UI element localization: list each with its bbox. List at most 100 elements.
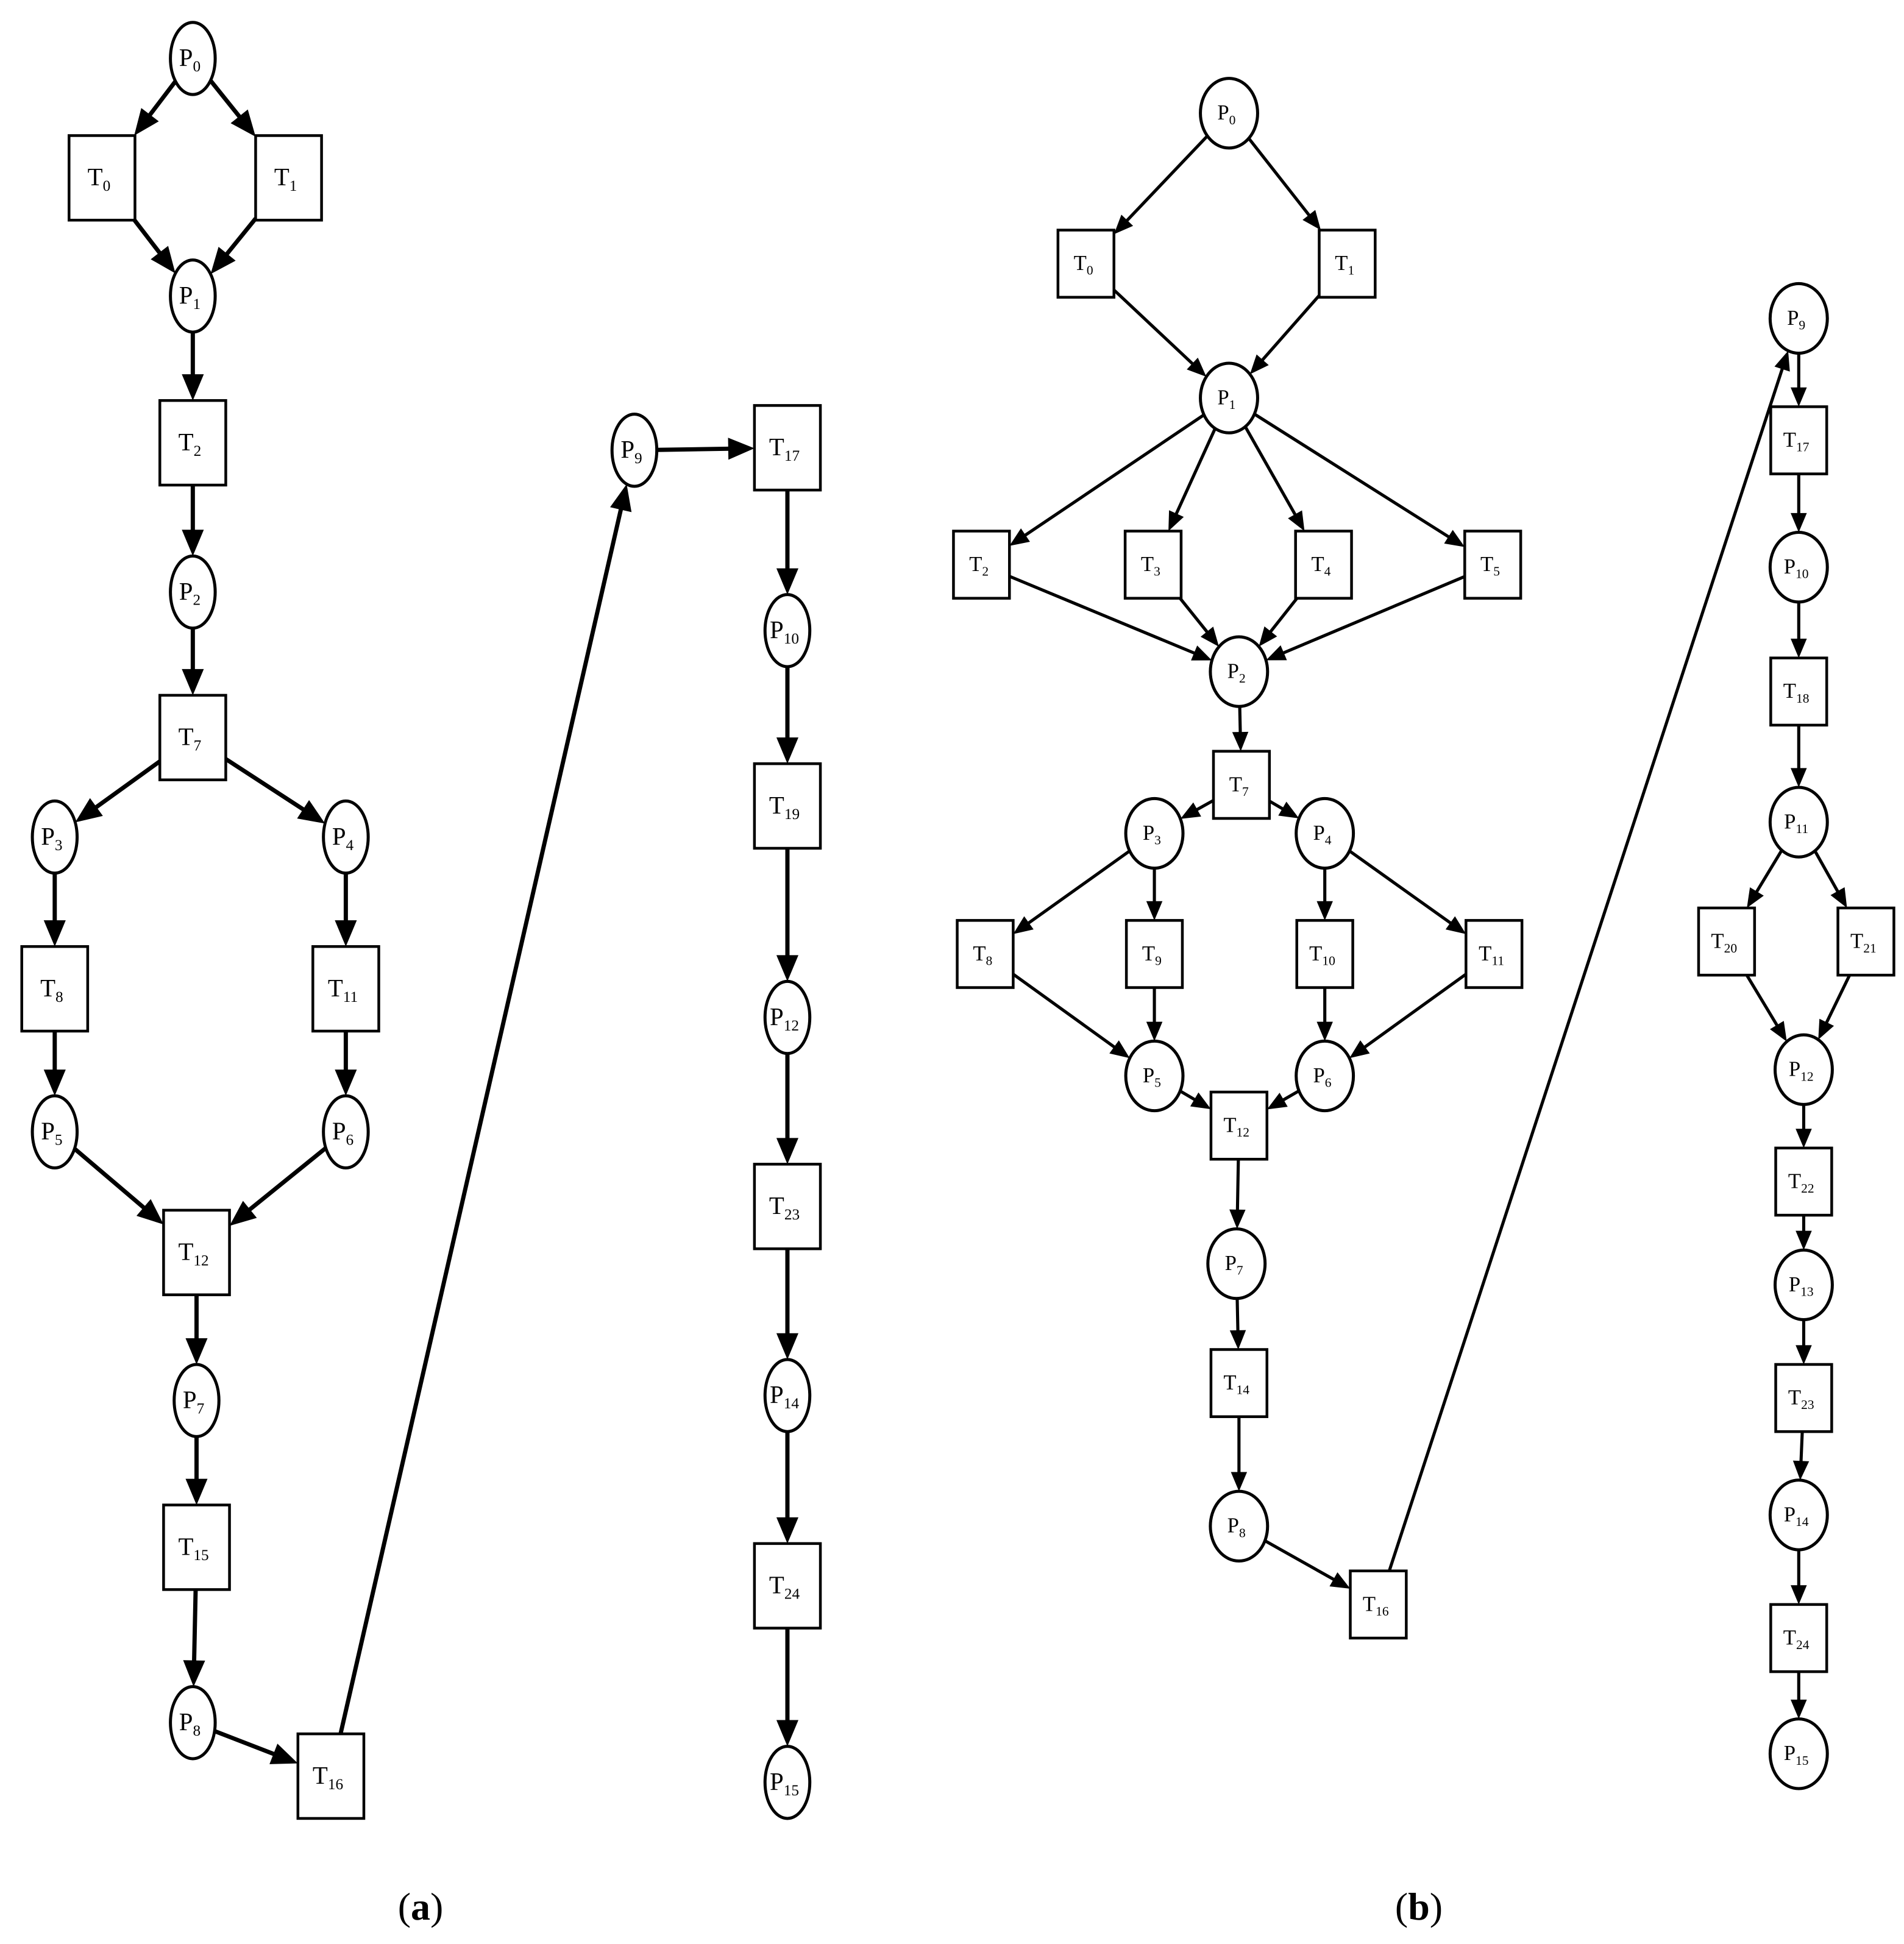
arrowhead — [1791, 1700, 1807, 1719]
arrowhead — [1329, 1572, 1351, 1589]
arrowhead — [1796, 1230, 1812, 1250]
arc-b-p5-to-b-t12 — [1179, 1090, 1211, 1110]
node-label-sub: 4 — [1324, 564, 1331, 579]
place-node-shape — [169, 1685, 217, 1761]
arrowhead — [728, 438, 755, 460]
transition-b-t23: T23 — [1774, 1363, 1833, 1433]
arrowhead — [776, 1138, 798, 1165]
node-label-sub: 15 — [1796, 1753, 1809, 1768]
transition-b-t3: T3 — [1123, 530, 1183, 600]
transition-b-t0: T0 — [1056, 229, 1115, 299]
transition-a-t12: T12 — [162, 1208, 231, 1296]
arrowhead — [1146, 901, 1163, 921]
arc-line — [224, 217, 258, 257]
place-node-shape — [1295, 1039, 1355, 1113]
arc-b-t17-to-b-p10 — [1791, 474, 1807, 533]
arc-line — [1235, 1298, 1240, 1332]
node-label: P12 — [770, 1003, 799, 1034]
place-node-shape — [169, 21, 217, 96]
place-b-p11: P11 — [1768, 786, 1829, 859]
arc-line — [1348, 850, 1452, 925]
arc-a-p7-to-a-t15 — [185, 1436, 208, 1505]
arc-line — [224, 757, 305, 812]
node-label-sub: 8 — [1239, 1525, 1246, 1540]
node-label-base: P — [179, 1708, 193, 1736]
arc-line — [147, 80, 177, 117]
node-label-sub: 0 — [103, 177, 111, 194]
place-a-p1: P1 — [169, 258, 217, 334]
transition-b-t17: T17 — [1769, 405, 1828, 475]
arc-a-t1-to-a-p1 — [210, 217, 258, 274]
transition-b-t8: T8 — [956, 919, 1015, 989]
node-label-sub: 15 — [784, 1782, 799, 1799]
arc-line — [1023, 413, 1205, 537]
node-label-sub: 18 — [1796, 691, 1810, 706]
node-label: P7 — [1225, 1251, 1243, 1278]
arc-a-p1-to-a-t2 — [182, 332, 204, 401]
arc-line — [1174, 428, 1217, 516]
node-label-sub: 23 — [784, 1206, 800, 1223]
node-label: P1 — [1217, 386, 1235, 413]
transition-a-t23: T23 — [753, 1163, 822, 1250]
arrowhead — [335, 920, 357, 947]
panel-b-arcs — [1009, 135, 1852, 1719]
transition-node-shape — [1295, 919, 1354, 989]
node-label-base: T — [969, 552, 982, 576]
arc-a-p0-to-a-t1 — [208, 79, 256, 137]
arrowhead — [1013, 916, 1034, 934]
node-label: T17 — [769, 433, 800, 464]
node-label: T11 — [1479, 942, 1504, 968]
arrowhead — [136, 1199, 164, 1225]
place-node-shape — [1199, 77, 1259, 150]
node-label-base: T — [1480, 552, 1493, 576]
transition-node-shape — [1212, 750, 1271, 820]
arc-b-t20-to-b-p12 — [1745, 974, 1787, 1042]
node-label-sub: 2 — [194, 442, 202, 459]
arc-b-p7-to-b-t14 — [1229, 1298, 1246, 1350]
place-a-p4: P4 — [322, 799, 370, 875]
arrowhead — [1791, 387, 1807, 407]
transition-a-t1: T1 — [254, 134, 323, 222]
arc-b-p4-to-b-t11 — [1348, 850, 1466, 934]
node-label-base: T — [328, 974, 343, 1002]
arrowhead — [776, 737, 798, 764]
node-label-sub: 10 — [1322, 953, 1335, 968]
node-label-sub: 12 — [784, 1017, 799, 1034]
node-label: T12 — [178, 1238, 208, 1269]
arc-line — [247, 1146, 327, 1212]
transition-node-shape — [1836, 906, 1895, 977]
node-label-sub: 7 — [1237, 1263, 1243, 1278]
node-label-sub: 8 — [193, 1722, 201, 1739]
arc-a-p10-to-a-t19 — [776, 666, 798, 764]
arrowhead — [1231, 1472, 1248, 1492]
transition-b-t14: T14 — [1209, 1348, 1269, 1418]
place-node-shape — [763, 979, 812, 1055]
node-label-base: P — [1313, 821, 1324, 845]
node-label-base: P — [332, 1118, 346, 1145]
arc-b-t22-to-b-p13 — [1796, 1215, 1812, 1250]
place-b-p12: P12 — [1774, 1033, 1834, 1106]
arc-line — [192, 1589, 198, 1662]
node-label-sub: 0 — [1087, 263, 1093, 278]
node-label: P10 — [770, 616, 799, 647]
node-label-sub: 16 — [328, 1776, 343, 1793]
transition-node-shape — [1124, 919, 1184, 989]
place-node-shape — [1124, 1039, 1185, 1113]
arrowhead — [1349, 1040, 1370, 1059]
node-label-sub: 10 — [784, 630, 799, 647]
node-label-sub: 12 — [193, 1252, 208, 1269]
arc-line — [1027, 850, 1131, 925]
node-label: T20 — [1711, 929, 1737, 956]
node-label-sub: 11 — [1796, 821, 1808, 836]
arrowhead — [182, 669, 204, 695]
transition-node-shape — [956, 919, 1015, 989]
node-label-sub: 16 — [1376, 1604, 1389, 1619]
arc-a-t17-to-a-p10 — [776, 490, 798, 595]
place-a-p0: P0 — [169, 21, 217, 96]
arrowhead — [269, 1744, 298, 1764]
arc-a-t2-to-a-p2 — [182, 484, 204, 556]
node-label: T8 — [40, 974, 63, 1006]
arrowhead — [1792, 1460, 1810, 1480]
